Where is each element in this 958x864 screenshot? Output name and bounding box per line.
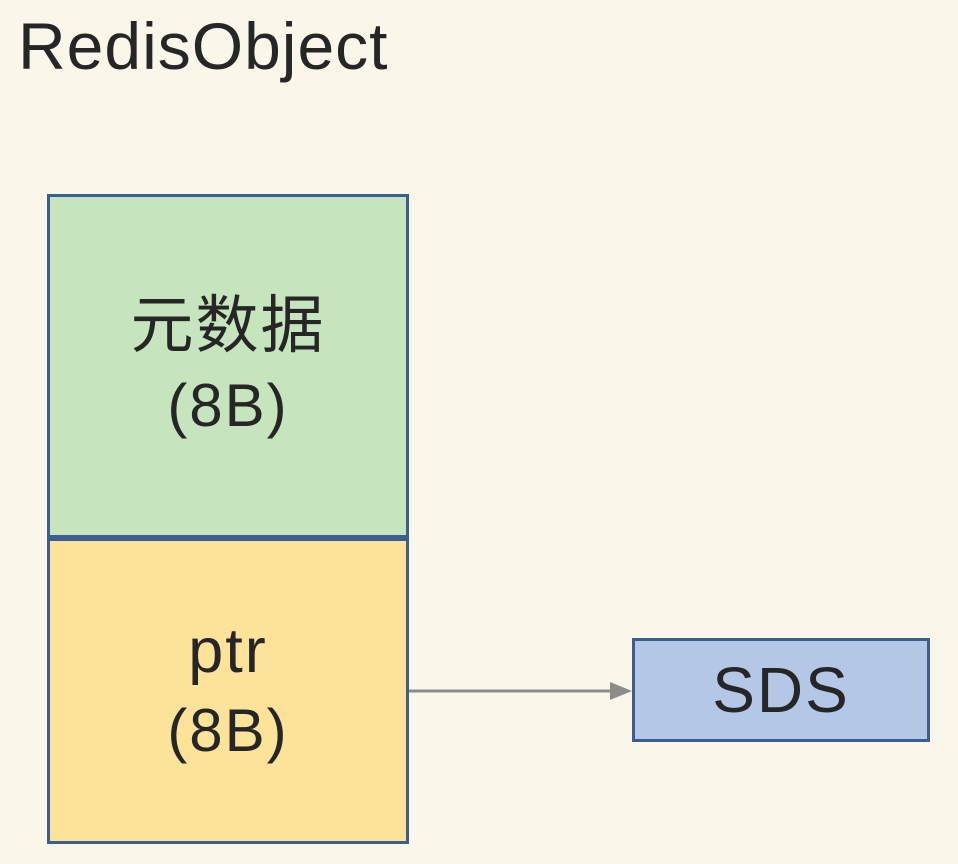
sds-box-label: SDS xyxy=(712,654,850,726)
ptr-field-label: ptr xyxy=(188,616,268,686)
sds-box: SDS xyxy=(632,638,930,742)
redis-object-box: 元数据 (8B) ptr (8B) xyxy=(47,194,409,844)
ptr-field-size: (8B) xyxy=(167,697,289,764)
ptr-field: ptr (8B) xyxy=(47,538,409,844)
metadata-field: 元数据 (8B) xyxy=(47,194,409,538)
pointer-arrow-icon xyxy=(409,682,632,700)
metadata-field-size: (8B) xyxy=(167,372,289,439)
page-title: RedisObject xyxy=(18,9,389,83)
metadata-field-label: 元数据 xyxy=(130,291,326,361)
